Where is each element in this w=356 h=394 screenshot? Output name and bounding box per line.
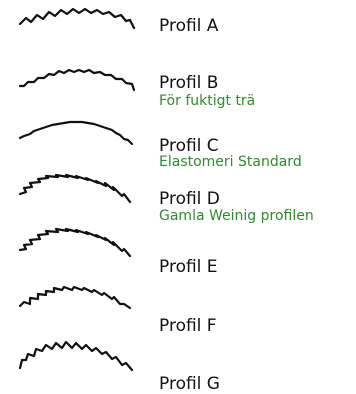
profile-note: Gamla Weinig profilen: [159, 208, 314, 224]
profile-name: Profil F: [159, 316, 217, 336]
profile-name: Profil B: [159, 73, 219, 93]
profile-name: Profil E: [159, 257, 218, 277]
profile-b-icon: [18, 68, 136, 92]
profile-name: Profil C: [159, 136, 219, 156]
profile-f-icon: [18, 285, 132, 310]
profile-name: Profil D: [159, 189, 220, 209]
profile-name: Profil A: [159, 16, 219, 36]
profile-e-icon: [18, 227, 132, 258]
profile-name: Profil G: [159, 374, 220, 394]
profile-note: Elastomeri Standard: [159, 154, 302, 170]
profile-note: För fuktigt trä: [159, 93, 256, 109]
profile-g-icon: [18, 340, 134, 372]
profile-c-icon: [18, 120, 134, 146]
profile-a-icon: [18, 7, 136, 30]
profile-d-icon: [18, 173, 132, 204]
